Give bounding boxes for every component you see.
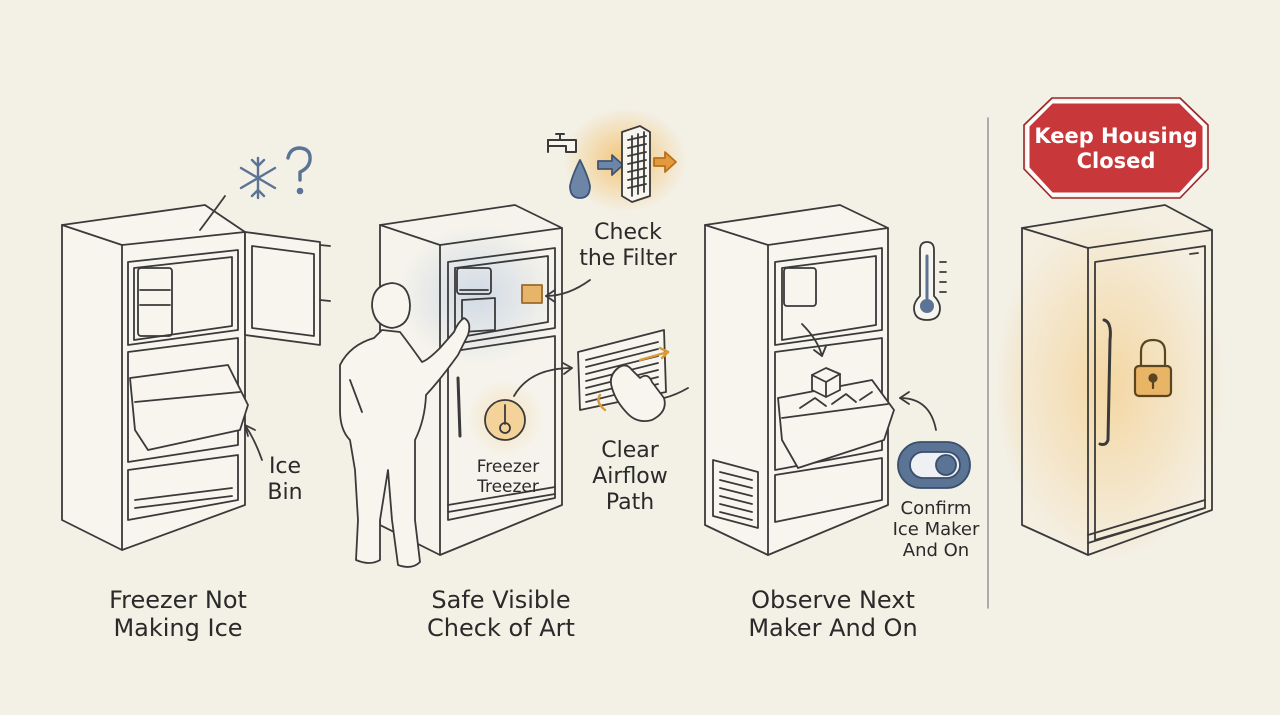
caption-panel-2: Safe Visible Check of Art	[427, 586, 575, 643]
water-drop-icon	[569, 159, 591, 199]
label-confirm-ice-maker: Confirm Ice Maker And On	[892, 498, 980, 562]
thermometer-icon	[913, 241, 947, 321]
fridge-observe-3	[704, 204, 937, 556]
caption-panel-1: Freezer Not Making Ice	[109, 586, 247, 643]
toggle-switch-icon	[897, 441, 971, 489]
fridge-open-1	[61, 195, 331, 551]
callout-ice-bin: Ice Bin	[267, 454, 303, 505]
water-tap-icon	[547, 133, 577, 153]
label-check-filter: Check the Filter	[579, 220, 677, 271]
label-thermostat: Freezer Treezer	[476, 457, 540, 498]
arrow-to-filter	[597, 154, 624, 176]
fridge-closed-4	[1021, 204, 1213, 556]
arrow-from-filter	[653, 151, 677, 173]
fridge-check-2	[379, 204, 689, 556]
sign-keep-closed	[1023, 97, 1209, 199]
person-figure	[339, 282, 471, 568]
caption-panel-3: Observe Next Maker And On	[748, 586, 918, 643]
padlock-icon	[1133, 338, 1173, 398]
question-mark-icon	[286, 146, 312, 195]
label-clear-airflow: Clear Airflow Path	[592, 438, 668, 515]
snowflake-icon	[239, 156, 277, 200]
sign-text: Keep Housing Closed	[1034, 124, 1198, 174]
filter-icon	[621, 125, 651, 203]
